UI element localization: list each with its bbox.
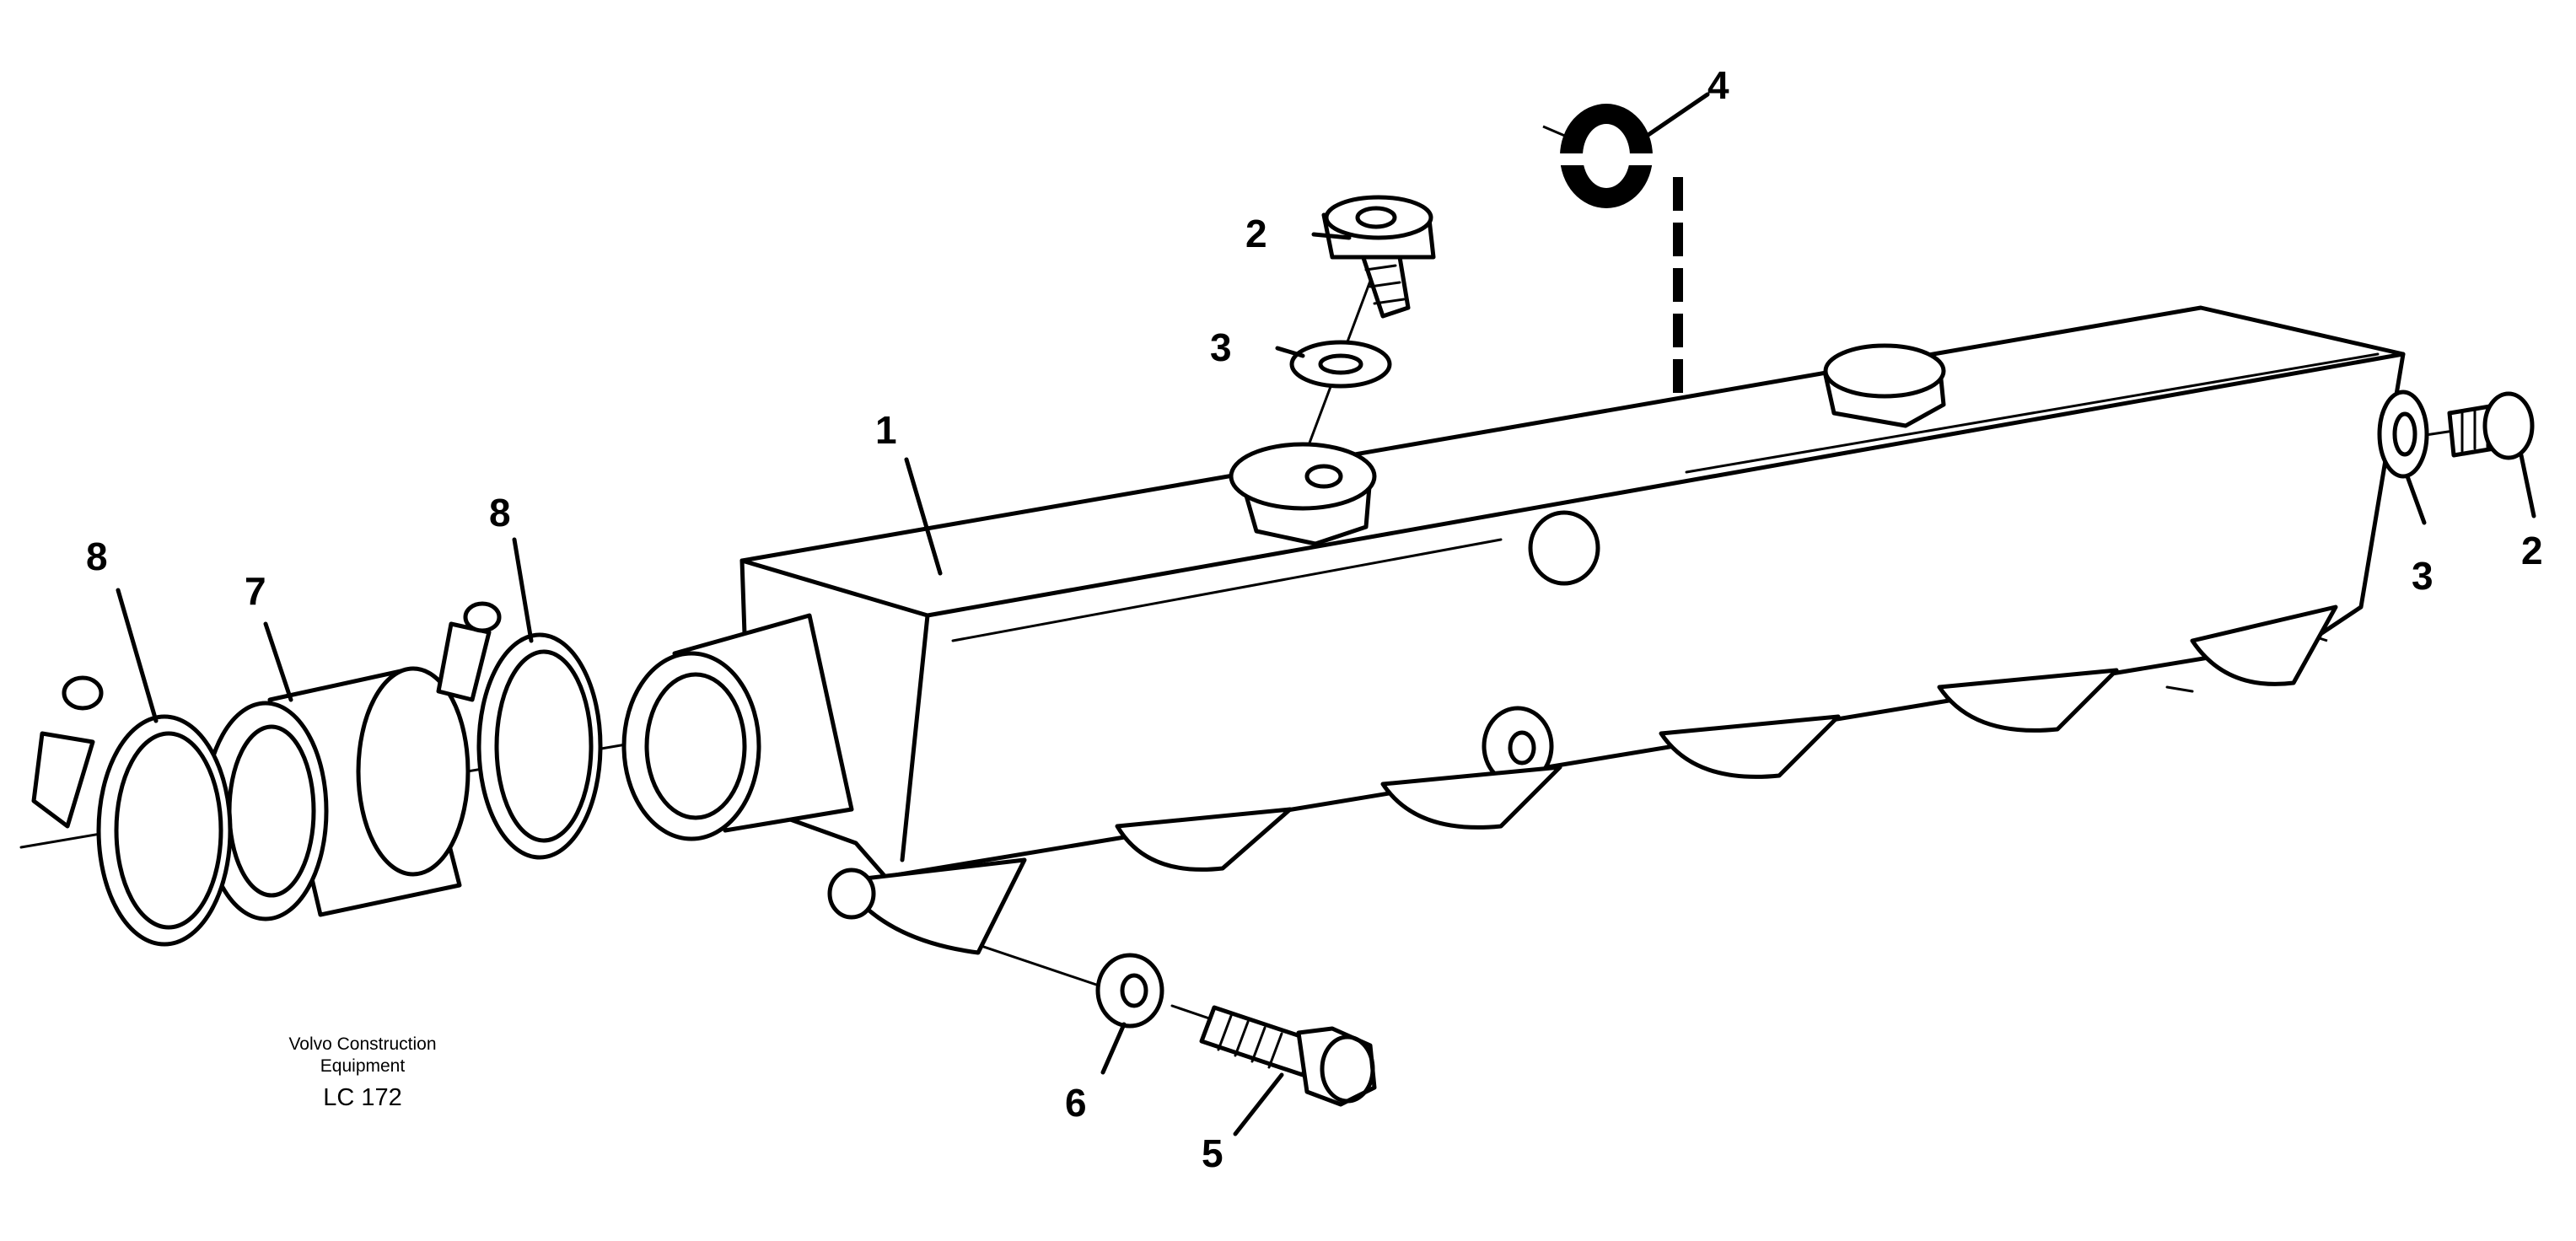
callout-5: 5	[1202, 1131, 1223, 1175]
callout-1: 1	[875, 408, 897, 452]
hose-clamp-icon-left	[31, 675, 233, 947]
leader-lines	[116, 92, 2536, 1136]
washer-icon-right	[2377, 389, 2429, 479]
hose-clamp-icon-right	[436, 601, 603, 860]
callout-3-right: 3	[2412, 554, 2433, 598]
callout-3-top: 3	[1210, 325, 1232, 369]
callout-2-right: 2	[2521, 529, 2543, 572]
callout-8-right: 8	[489, 491, 511, 535]
callout-8-left: 8	[86, 535, 108, 578]
washer-icon	[1289, 340, 1392, 389]
manufacturer-caption: Volvo Construction Equipment	[288, 1034, 437, 1076]
bolt-icon	[1199, 1005, 1377, 1107]
callout-4: 4	[1707, 63, 1729, 107]
callout-7: 7	[245, 569, 266, 613]
plug-icon-right	[2447, 391, 2535, 460]
callout-6: 6	[1065, 1081, 1087, 1125]
plug-icon	[1321, 195, 1436, 319]
callout-2-top: 2	[1245, 212, 1267, 255]
gasket-ring-icon	[1560, 104, 1653, 208]
sleeve-icon	[202, 666, 471, 921]
washer-icon-bottom	[1095, 953, 1164, 1029]
diagram-code: LC 172	[323, 1084, 402, 1111]
manifold-pipe-icon	[621, 305, 2406, 955]
